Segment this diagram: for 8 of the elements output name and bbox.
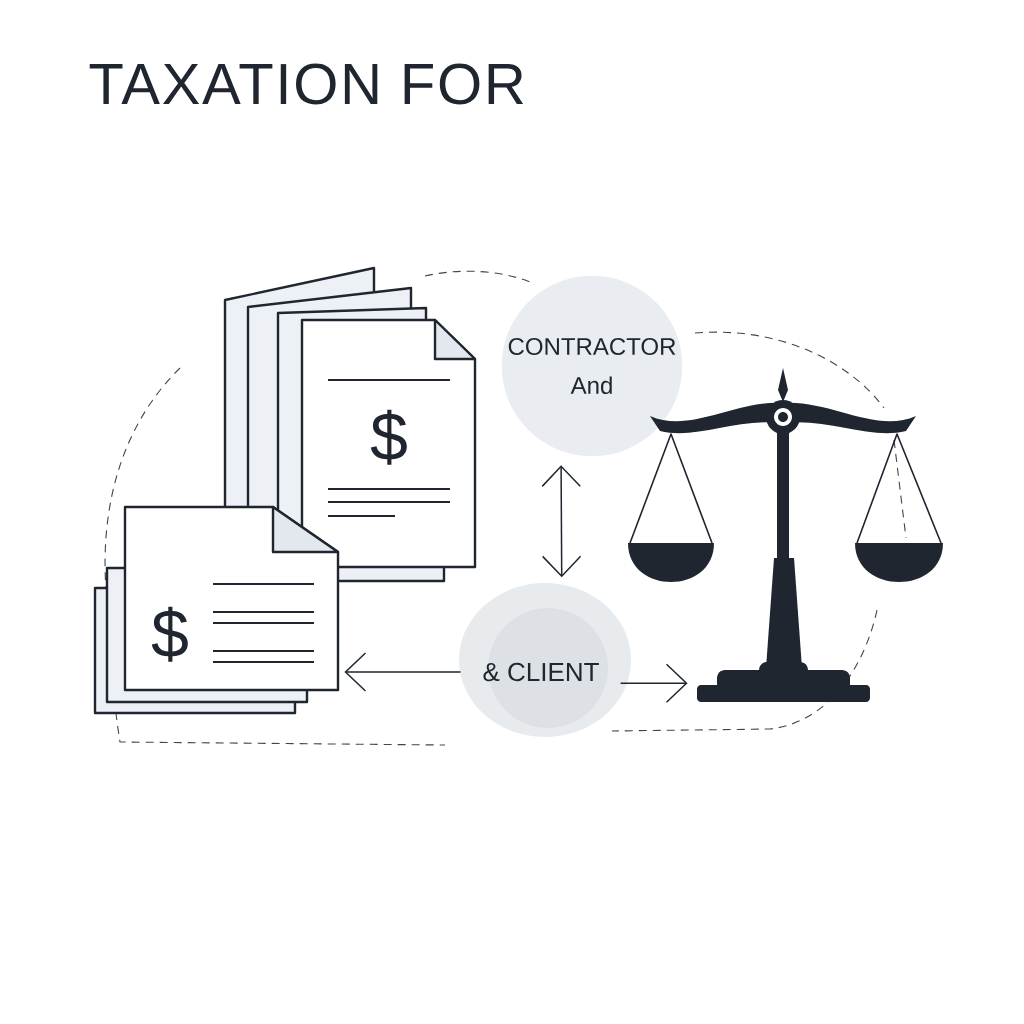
document-stack	[93, 505, 340, 715]
double-headed-arrow	[541, 465, 582, 578]
dollar-sign: $	[151, 606, 188, 662]
dollar-sign: $	[370, 409, 407, 465]
blob: & CLIENT	[459, 583, 631, 737]
balance-scale	[628, 368, 943, 702]
title: TAXATION FOR	[89, 63, 524, 105]
arrow	[344, 652, 462, 692]
